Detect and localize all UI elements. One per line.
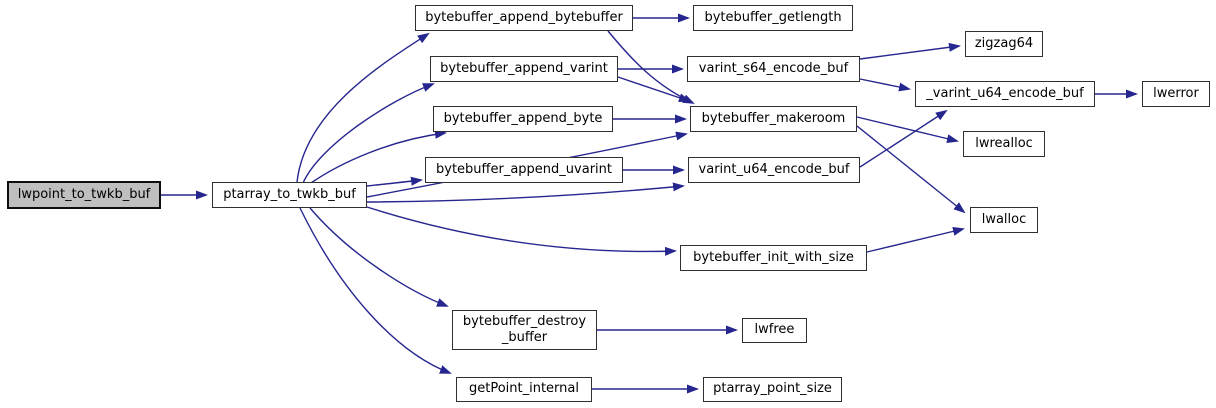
node-label: bytebuffer_destroy _buffer bbox=[462, 313, 587, 345]
node-label: bytebuffer_append_varint bbox=[440, 60, 608, 76]
node-label: bytebuffer_makeroom bbox=[701, 110, 846, 126]
node-lwpoint_to_twkb_buf: lwpoint_to_twkb_buf bbox=[7, 181, 161, 209]
edge-bytebuffer_makeroom-to-lwrealloc bbox=[856, 116, 959, 144]
node-getPoint_internal[interactable]: getPoint_internal bbox=[456, 377, 592, 402]
node-ptarray_point_size[interactable]: ptarray_point_size bbox=[703, 377, 842, 402]
node-lwfree[interactable]: lwfree bbox=[742, 318, 807, 343]
node-label: bytebuffer_init_with_size bbox=[693, 249, 854, 265]
node-bytebuffer_destroy_buffer[interactable]: bytebuffer_destroy _buffer bbox=[452, 310, 597, 350]
node-label: lwpoint_to_twkb_buf bbox=[17, 186, 151, 202]
node-zigzag64[interactable]: zigzag64 bbox=[965, 31, 1043, 57]
node-bytebuffer_append_uvarint[interactable]: bytebuffer_append_uvarint bbox=[425, 157, 623, 183]
edge-ptarray_to_twkb_buf-to-bytebuffer_init_with_size bbox=[366, 206, 677, 256]
node-label: bytebuffer_append_uvarint bbox=[436, 161, 612, 177]
edge-varint_s64_encode_buf-to-zigzag64 bbox=[859, 42, 961, 60]
node-_varint_u64_encode_buf[interactable]: _varint_u64_encode_buf bbox=[915, 81, 1095, 107]
node-label: ptarray_point_size bbox=[713, 381, 832, 397]
edge-bytebuffer_init_with_size-to-lwalloc bbox=[866, 226, 965, 253]
node-label: lwrealloc bbox=[975, 135, 1033, 151]
node-bytebuffer_append_byte[interactable]: bytebuffer_append_byte bbox=[433, 106, 613, 132]
node-bytebuffer_makeroom[interactable]: bytebuffer_makeroom bbox=[690, 106, 857, 132]
edge-varint_u64_encode_buf-to-_varint_u64_encode_buf bbox=[859, 109, 948, 168]
node-varint_s64_encode_buf[interactable]: varint_s64_encode_buf bbox=[687, 56, 860, 82]
node-bytebuffer_init_with_size[interactable]: bytebuffer_init_with_size bbox=[680, 245, 867, 271]
edge-ptarray_to_twkb_buf-to-bytebuffer_append_uvarint bbox=[366, 176, 423, 187]
edge-bytebuffer_append_bytebuffer-to-bytebuffer_makeroom bbox=[607, 30, 695, 104]
edge-varint_s64_encode_buf-to-_varint_u64_encode_buf bbox=[859, 78, 911, 92]
node-label: getPoint_internal bbox=[468, 381, 579, 397]
node-label: _varint_u64_encode_buf bbox=[926, 85, 1084, 101]
node-lwrealloc[interactable]: lwrealloc bbox=[963, 131, 1045, 157]
node-bytebuffer_getlength[interactable]: bytebuffer_getlength bbox=[693, 5, 853, 31]
node-label: lwalloc bbox=[981, 211, 1027, 227]
node-ptarray_to_twkb_buf[interactable]: ptarray_to_twkb_buf bbox=[212, 182, 367, 208]
node-label: zigzag64 bbox=[974, 35, 1034, 51]
node-label: lwfree bbox=[754, 322, 795, 338]
node-label: bytebuffer_getlength bbox=[704, 9, 842, 25]
edge-ptarray_to_twkb_buf-to-bytebuffer_append_bytebuffer bbox=[296, 32, 430, 183]
node-label: bytebuffer_append_byte bbox=[443, 110, 603, 126]
node-label: varint_s64_encode_buf bbox=[698, 60, 849, 76]
edge-ptarray_to_twkb_buf-to-bytebuffer_append_byte bbox=[310, 129, 447, 184]
node-lwerror[interactable]: lwerror bbox=[1142, 81, 1210, 107]
node-bytebuffer_append_varint[interactable]: bytebuffer_append_varint bbox=[430, 56, 618, 82]
node-label: varint_u64_encode_buf bbox=[698, 161, 850, 177]
node-label: lwerror bbox=[1153, 85, 1199, 101]
edge-ptarray_to_twkb_buf-to-getPoint_internal bbox=[299, 207, 452, 374]
edge-ptarray_to_twkb_buf-to-bytebuffer_destroy_buffer bbox=[309, 207, 449, 307]
edge-bytebuffer_append_varint-to-bytebuffer_makeroom bbox=[617, 76, 691, 103]
node-label: bytebuffer_append_bytebuffer bbox=[425, 9, 623, 25]
node-bytebuffer_append_bytebuffer[interactable]: bytebuffer_append_bytebuffer bbox=[415, 5, 633, 31]
edge-ptarray_to_twkb_buf-to-varint_u64_encode_buf bbox=[366, 182, 685, 203]
edge-ptarray_to_twkb_buf-to-bytebuffer_append_varint bbox=[302, 83, 435, 184]
node-varint_u64_encode_buf[interactable]: varint_u64_encode_buf bbox=[688, 157, 860, 183]
edge-bytebuffer_makeroom-to-lwalloc bbox=[856, 125, 966, 214]
node-label: ptarray_to_twkb_buf bbox=[223, 186, 356, 202]
node-lwalloc[interactable]: lwalloc bbox=[970, 207, 1038, 233]
